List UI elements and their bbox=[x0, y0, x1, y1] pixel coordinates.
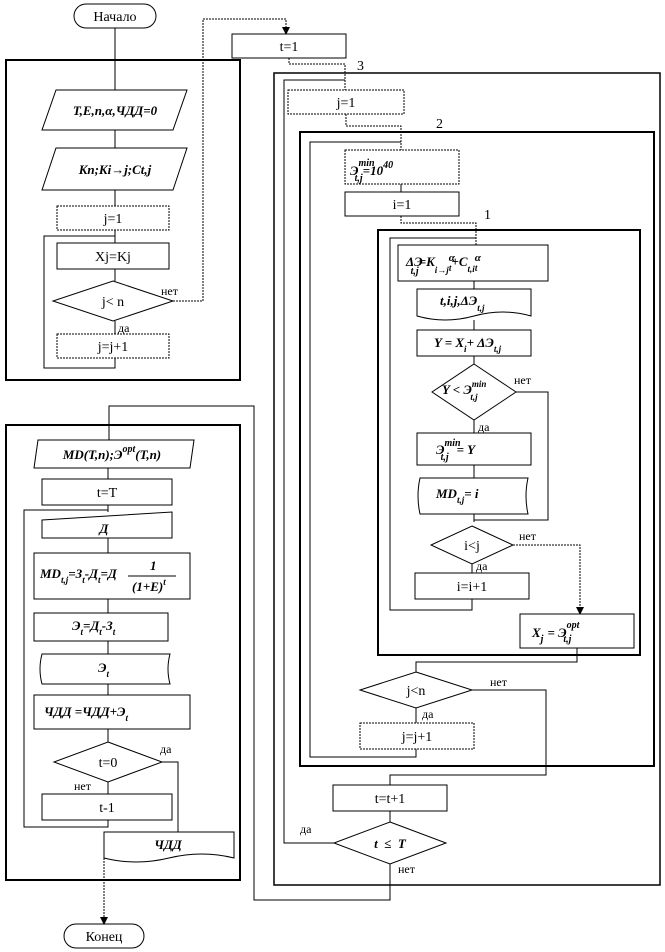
loop1-label: 1 bbox=[484, 208, 491, 223]
emin-set-block bbox=[416, 432, 532, 466]
i-lt-j-yes: да bbox=[476, 559, 488, 573]
i-incr-label: i=i+1 bbox=[457, 580, 488, 595]
input-params-label: T,E,n,α,ЧДД=0 bbox=[73, 103, 158, 118]
e-formula-label: Эt=Дt-Зt bbox=[72, 618, 116, 637]
t-init-block bbox=[231, 33, 347, 59]
t-incr-block bbox=[332, 784, 448, 812]
md-formula-num: 1 bbox=[150, 558, 157, 573]
i-lt-j-no: нет bbox=[519, 529, 537, 543]
output-doc-label: t,i,j,ΔЭt,j bbox=[440, 293, 485, 313]
emin-init-block bbox=[344, 149, 460, 185]
chdd-doc-label: ЧДД bbox=[154, 837, 183, 852]
e-doc-label: Эt bbox=[98, 660, 109, 679]
i-incr-block bbox=[414, 572, 530, 600]
i-init-block bbox=[344, 191, 460, 217]
t-eq-0-label: t=0 bbox=[99, 756, 118, 771]
loop2-label: 2 bbox=[436, 117, 443, 132]
j-lt-n-no: нет bbox=[161, 284, 179, 298]
t-eq-0-no: нет bbox=[74, 779, 92, 793]
j-lt-n-main-label: j<n bbox=[406, 684, 426, 699]
loop3-label: 3 bbox=[357, 59, 364, 74]
d-input-block bbox=[41, 511, 173, 539]
t-dec-label: t-1 bbox=[99, 801, 115, 816]
j-incr-label: j=j+1 bbox=[97, 340, 129, 355]
x-opt-block bbox=[519, 613, 635, 649]
start-label: Начало bbox=[93, 10, 136, 25]
loop2-frame bbox=[299, 131, 655, 767]
j-init-main-label: j=1 bbox=[336, 96, 356, 111]
input-k-block bbox=[41, 147, 188, 191]
j-incr-block bbox=[56, 333, 170, 359]
final-inputs-label: MD(T,n);Эopt(T,n) bbox=[62, 444, 161, 462]
t-incr-label: t=t+1 bbox=[375, 792, 406, 807]
input-k-label: Kn;Ki→j;Ct,j bbox=[78, 162, 152, 177]
t-le-T-label: t ≤ T bbox=[374, 836, 407, 851]
init-j-label: j=1 bbox=[103, 212, 123, 227]
y-assign-block bbox=[416, 329, 532, 357]
output-doc-block bbox=[416, 288, 532, 321]
t-set-label: t=T bbox=[97, 486, 118, 501]
y-assign-label: Y = Xi+ ΔЭt,j bbox=[434, 335, 502, 354]
loop3-frame bbox=[273, 72, 661, 886]
init-frame bbox=[5, 59, 241, 381]
init-j-block bbox=[56, 205, 170, 231]
j-incr-main-label: j=j+1 bbox=[401, 730, 433, 745]
e-doc-block bbox=[39, 653, 171, 685]
delta-e-block bbox=[397, 244, 549, 282]
t-dec-block bbox=[41, 793, 173, 821]
final-frame bbox=[5, 424, 241, 881]
d-input-label: Д bbox=[99, 521, 110, 536]
chdd-formula-label: ЧДД =ЧДД+Эt bbox=[44, 704, 129, 723]
chdd-doc-block bbox=[103, 831, 235, 863]
md-formula-label: MDt,j=Зt-Дt=Д bbox=[39, 566, 118, 585]
j-lt-n-main-yes: да bbox=[422, 707, 434, 721]
j-lt-n-yes: да bbox=[118, 321, 130, 335]
final-inputs-block bbox=[33, 439, 195, 469]
j-incr-main-block bbox=[359, 722, 475, 750]
e-formula-block bbox=[33, 612, 169, 642]
t-le-T-yes: да bbox=[300, 822, 312, 836]
y-lt-emin-no: нет bbox=[514, 373, 532, 387]
y-lt-emin-yes: да bbox=[478, 420, 490, 434]
t-set-block bbox=[41, 478, 173, 506]
t-init-label: t=1 bbox=[280, 40, 299, 55]
j-init-main-block bbox=[287, 89, 405, 115]
j-lt-n-label: j< n bbox=[101, 295, 124, 310]
j-lt-n-main-no: нет bbox=[490, 675, 508, 689]
md-doc-label: MDt,j= i bbox=[435, 486, 479, 505]
input-params-block bbox=[41, 89, 188, 131]
t-le-T-no: нет bbox=[398, 862, 416, 876]
md-formula-den: (1+E)t bbox=[132, 577, 166, 594]
t-eq-0-yes: да bbox=[160, 742, 172, 756]
i-init-label: i=1 bbox=[393, 198, 412, 213]
chdd-formula-block bbox=[33, 694, 191, 730]
x-assign-label: Xj=Kj bbox=[95, 250, 131, 265]
j-lt-n-decision bbox=[51, 280, 175, 322]
end-label: Конец bbox=[86, 930, 123, 945]
x-assign-block bbox=[56, 242, 170, 270]
i-lt-j-label: i<j bbox=[464, 539, 480, 554]
loop1-frame bbox=[377, 229, 641, 656]
md-doc-block bbox=[417, 477, 529, 515]
